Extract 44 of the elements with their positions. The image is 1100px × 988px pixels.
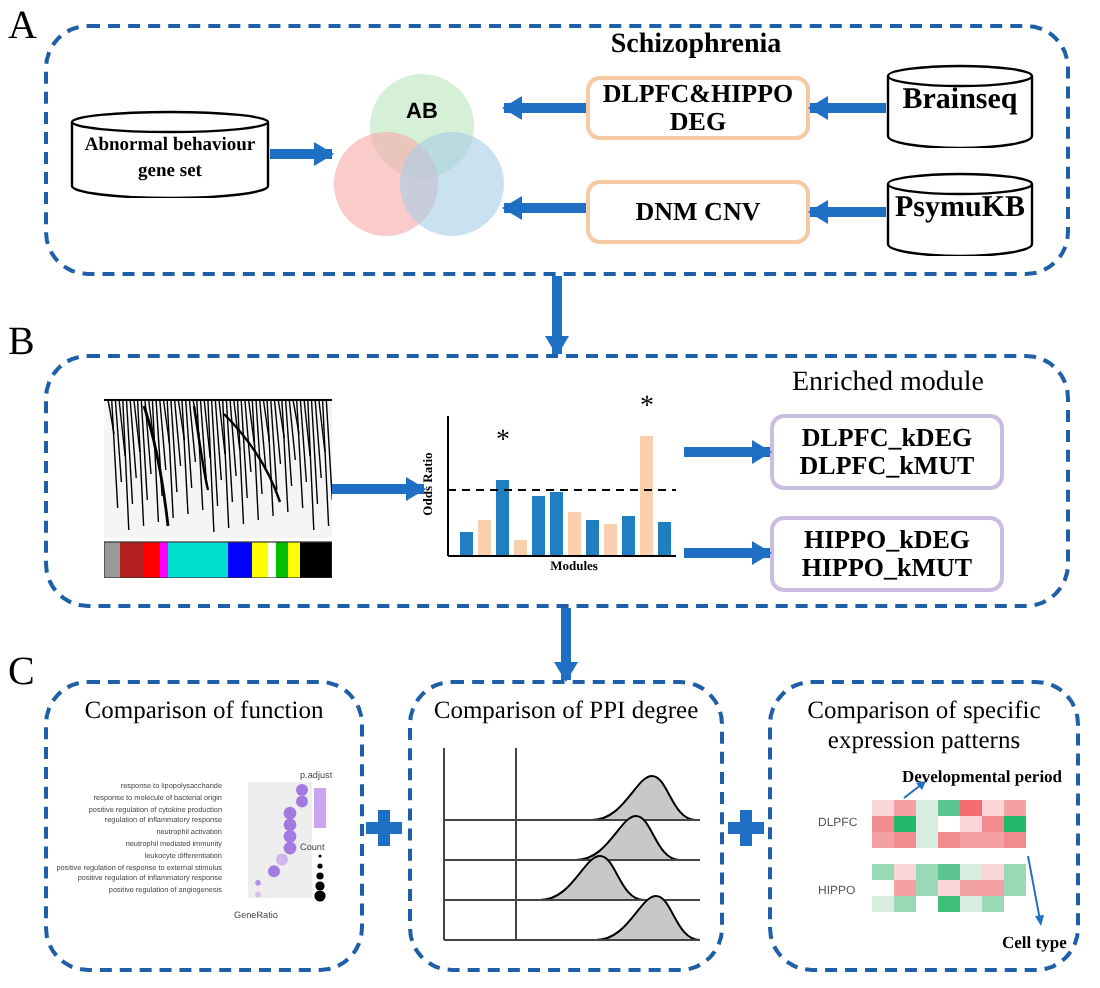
dendrogram-drawing: [104, 394, 332, 578]
arrow: [502, 196, 586, 220]
panel-frame: [44, 354, 1070, 608]
node-label: AB: [404, 98, 440, 128]
panel-title: Comparison of PPI degree: [431, 696, 701, 726]
node-label: HIPPO_kDEG HIPPO_kMUT: [799, 526, 975, 582]
panel-frame: [44, 24, 1070, 276]
arrow: [684, 541, 772, 565]
node-label: DNM CNV: [633, 198, 763, 226]
group-heading: Schizophrenia: [608, 30, 784, 62]
arrow: [684, 440, 772, 464]
process-box: [586, 76, 810, 140]
database-cylinder: [886, 64, 1034, 148]
arrow: [545, 276, 569, 356]
significance-mark: *: [640, 394, 654, 422]
panel-letter: B: [8, 320, 35, 364]
node-label: Brainseq: [900, 88, 1020, 114]
node-label: Abnormal behaviour gene set: [82, 134, 258, 186]
node-label: DLPFC&HIPPO DEG: [600, 80, 796, 136]
panel-title: Comparison of function: [82, 696, 326, 726]
panel-letter: C: [8, 650, 35, 694]
arrow: [270, 142, 334, 166]
arrow: [808, 200, 886, 224]
process-box: [770, 414, 1004, 490]
panel-frame: [768, 680, 1080, 972]
panel-letter: A: [8, 4, 37, 48]
database-cylinder: [70, 110, 270, 198]
annotation-text: Cell type: [1002, 932, 1067, 952]
group-heading: Enriched module: [789, 368, 987, 400]
node-label: PsymuKB: [892, 196, 1027, 222]
arrow: [554, 608, 578, 682]
arrow: [332, 477, 426, 501]
arrow: [808, 96, 886, 120]
process-box: [586, 180, 810, 244]
panel-frame: [408, 680, 724, 972]
venn-diagram: [332, 72, 504, 236]
significance-mark: *: [496, 428, 510, 456]
database-cylinder: [886, 172, 1034, 256]
arrow: [502, 96, 586, 120]
annotation-text: Developmental period: [902, 766, 1063, 786]
process-box: [770, 516, 1004, 592]
node-label: DLPFC_kDEG DLPFC_kMUT: [797, 424, 977, 480]
panel-frame: [44, 680, 364, 972]
panel-title: Comparison of specific expression patterns: [805, 696, 1043, 756]
